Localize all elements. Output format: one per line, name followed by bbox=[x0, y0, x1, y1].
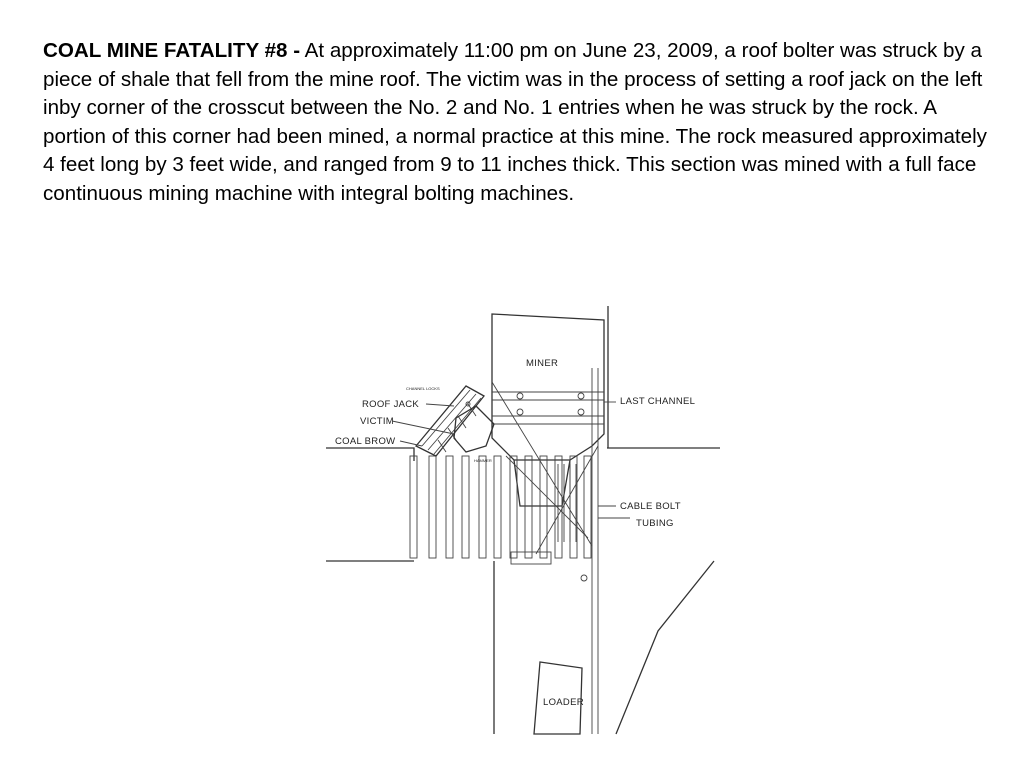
tubing-label: TUBING bbox=[636, 518, 674, 529]
coal-brow-label: COAL BROW bbox=[335, 436, 395, 447]
fatality-body: At approximately 11:00 pm on June 23, 20… bbox=[43, 39, 987, 205]
rock-fall-lines bbox=[491, 381, 599, 555]
victim-label: VICTIM bbox=[360, 416, 394, 427]
cable-tubing bbox=[580, 368, 599, 734]
victim-outline bbox=[453, 405, 495, 453]
miner-bolt-2 bbox=[516, 408, 524, 416]
support-post-12 bbox=[583, 455, 592, 559]
accident-description: COAL MINE FATALITY #8 - At approximately… bbox=[43, 37, 988, 208]
support-post-3 bbox=[445, 455, 454, 559]
crosscut-upper-left-wall bbox=[326, 447, 415, 461]
loader-label: LOADER bbox=[543, 697, 584, 708]
miner-body bbox=[491, 313, 605, 461]
victim-leader bbox=[391, 420, 455, 435]
tubing-bolt bbox=[580, 574, 588, 582]
support-post-2 bbox=[428, 455, 437, 559]
mine-accident-diagram: MINER bbox=[326, 306, 720, 735]
roof-jack-point bbox=[465, 401, 471, 407]
coal-brow-leader bbox=[399, 440, 423, 447]
diagonal-line-2 bbox=[535, 445, 599, 555]
miner-bolt-4 bbox=[577, 408, 585, 416]
diagonal-line-3 bbox=[505, 455, 589, 539]
cable-bolt-label: CABLE BOLT bbox=[620, 501, 681, 512]
support-post-1 bbox=[409, 455, 418, 559]
mine-outline bbox=[326, 306, 720, 735]
support-post-6 bbox=[493, 455, 502, 559]
loader: LOADER bbox=[533, 661, 584, 735]
coal-brow-area bbox=[414, 385, 495, 457]
diagonal-line-1 bbox=[491, 381, 593, 547]
roof-jack-label: ROOF JACK bbox=[362, 399, 419, 410]
roof-supports bbox=[409, 455, 592, 565]
last-channel-label: LAST CHANNEL bbox=[620, 396, 695, 407]
hammer-label: HAMMER bbox=[474, 458, 492, 463]
miner-bolt-3 bbox=[577, 392, 585, 400]
bolt-rows bbox=[557, 464, 577, 542]
support-header-block bbox=[510, 551, 552, 565]
miner-channels bbox=[492, 391, 604, 425]
coal-brow-hatch bbox=[421, 389, 482, 455]
support-post-9 bbox=[539, 455, 548, 559]
support-post-4 bbox=[461, 455, 470, 559]
continuous-miner: MINER bbox=[491, 313, 605, 507]
miner-label: MINER bbox=[526, 358, 558, 369]
loader-body bbox=[533, 661, 583, 735]
fatality-heading: COAL MINE FATALITY #8 - bbox=[43, 39, 301, 62]
support-post-10 bbox=[554, 455, 563, 559]
roof-jack-leader bbox=[425, 403, 455, 407]
tubing-lines bbox=[591, 368, 599, 734]
support-post-7 bbox=[509, 455, 518, 559]
diagram-labels: CHANNEL LOCKS ROOF JACK VICTIM COAL BROW… bbox=[335, 386, 695, 529]
channel-locks-label: CHANNEL LOCKS bbox=[406, 386, 440, 391]
support-post-8 bbox=[524, 455, 533, 559]
support-post-5 bbox=[478, 455, 487, 559]
entry-right-rib-lower bbox=[615, 560, 715, 735]
miner-bolt-1 bbox=[516, 392, 524, 400]
